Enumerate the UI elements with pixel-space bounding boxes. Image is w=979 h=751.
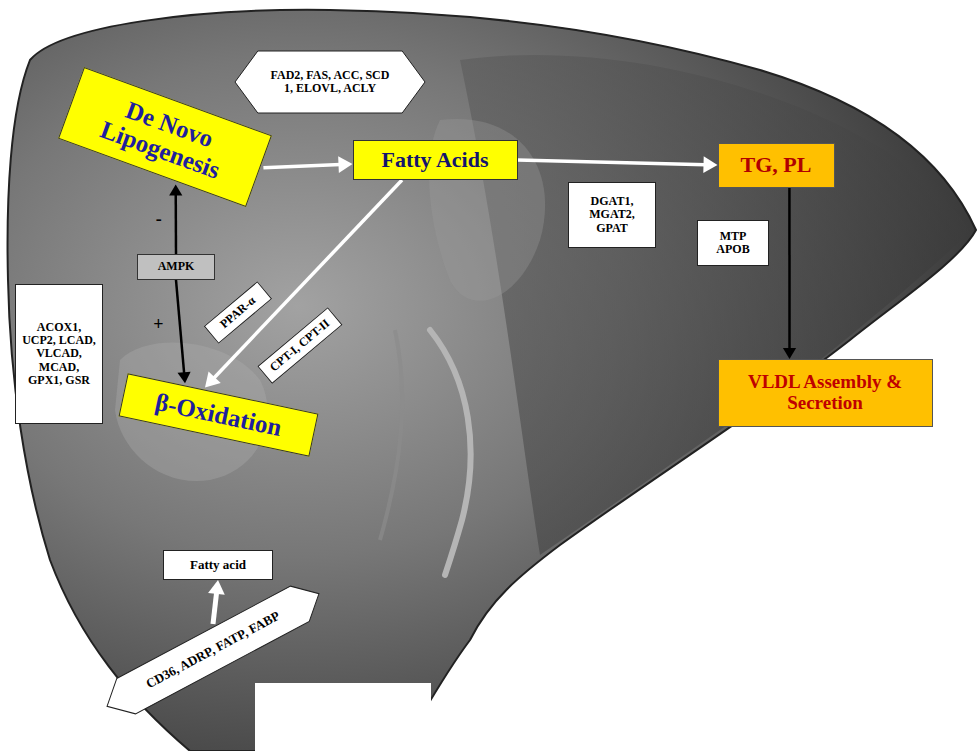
- flow-arrow: [263, 156, 352, 173]
- flow-arrow: [783, 188, 796, 360]
- enzyme-hexagon: FAD2, FAS, ACC, SCD 1, ELOVL, ACLY: [235, 51, 425, 113]
- flow-arrow: [169, 185, 182, 254]
- node-label: FAD2, FAS, ACC, SCD 1, ELOVL, ACLY: [269, 69, 391, 95]
- white-patch: [255, 683, 431, 751]
- right-lobe-shade: [460, 55, 970, 555]
- regulator-box: AMPK: [137, 254, 215, 280]
- node-label: Fatty acid: [190, 558, 246, 572]
- arrow-head: [177, 372, 190, 384]
- arrow-head: [205, 371, 221, 387]
- enzyme-box: ACOX1, UCP2, LCAD, VLCAD, MCAD, GPX1, GS…: [15, 284, 103, 424]
- arrow-line: [518, 160, 706, 165]
- arrow-head: [208, 580, 225, 595]
- flow-arrow: [208, 580, 225, 624]
- node-label: MTP APOB: [704, 230, 762, 256]
- substrate-box: Fatty acid: [163, 550, 273, 580]
- arrow-head: [338, 156, 352, 173]
- arrow-head: [703, 156, 717, 173]
- flow-arrow: [176, 280, 191, 383]
- arrow-head: [783, 348, 796, 359]
- node-label: AMPK: [158, 260, 195, 273]
- node-label: ACOX1, UCP2, LCAD, VLCAD, MCAD, GPX1, GS…: [22, 321, 96, 387]
- enzyme-box: MTP APOB: [697, 220, 769, 266]
- node-label: TG, PL: [741, 153, 812, 177]
- sign-label: -: [156, 210, 162, 228]
- arrow-head: [169, 185, 182, 196]
- node-label: DGAT1, MGAT2, GPAT: [575, 195, 649, 235]
- flow-arrow: [518, 156, 718, 173]
- ligament: [430, 330, 471, 575]
- enzyme-box: DGAT1, MGAT2, GPAT: [568, 182, 656, 248]
- node-label: VLDL Assembly & Secretion: [725, 372, 926, 414]
- liver-outline: [8, 10, 976, 751]
- vessel: [380, 330, 402, 540]
- node-label: Fatty Acids: [382, 148, 489, 172]
- arrow-line: [213, 592, 217, 624]
- arrow-line: [174, 194, 177, 254]
- flow-arrow: [205, 180, 402, 387]
- arrow-line: [788, 188, 791, 351]
- product-box: VLDL Assembly & Secretion: [718, 359, 933, 427]
- arrow-line: [263, 165, 340, 168]
- arrow-line: [176, 280, 184, 374]
- product-box: TG, PL: [718, 143, 835, 188]
- sign-label: +: [153, 315, 163, 333]
- process-box: Fatty Acids: [353, 140, 518, 180]
